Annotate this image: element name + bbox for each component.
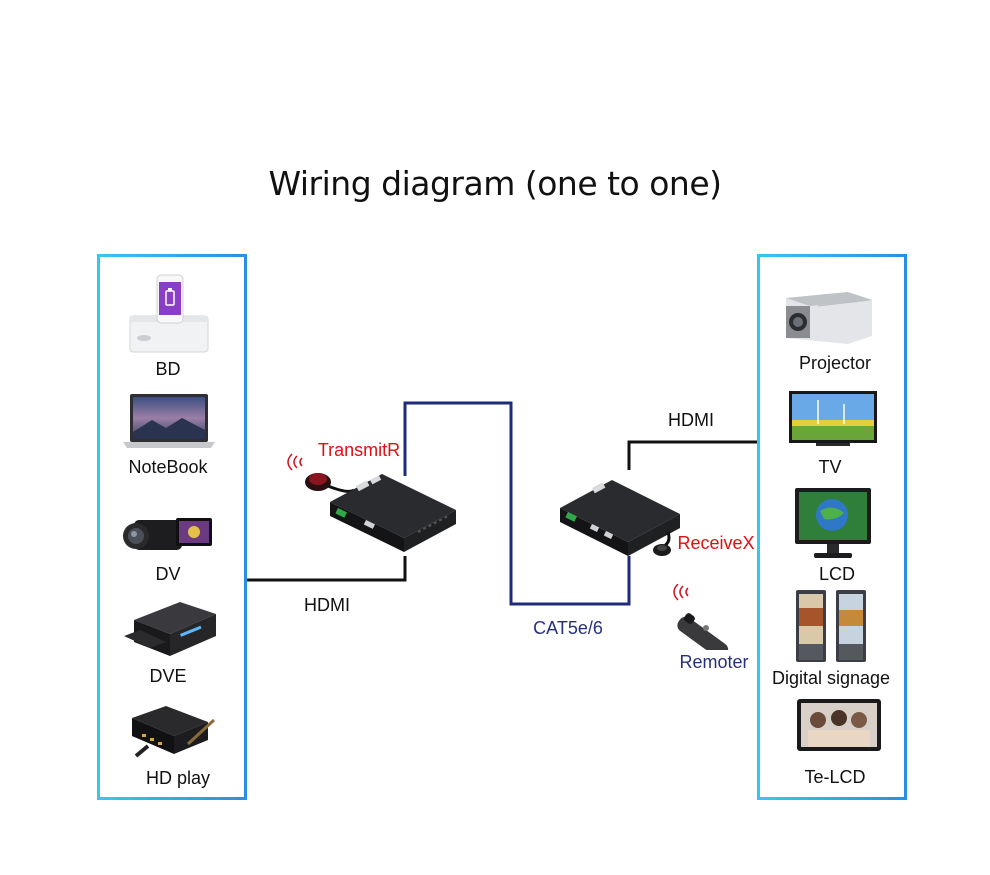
display-label-te-lcd: Te-LCD: [804, 767, 866, 787]
source-label-hd-play: HD play: [145, 768, 211, 788]
transmitter-unit-icon: [287, 453, 456, 552]
display-label-tv: TV: [818, 457, 842, 477]
hd-player-icon: [132, 706, 216, 758]
diagram-title: Wiring diagram (one to one): [268, 164, 722, 203]
display-label-lcd: LCD: [818, 564, 856, 584]
digital-signage-icon: [796, 590, 866, 662]
tv-display-icon: [789, 391, 877, 446]
source-label-dve: DVE: [149, 666, 187, 686]
source-label-bd: BD: [155, 359, 181, 379]
cat-cable-wire: [403, 401, 631, 606]
dv-camcorder-icon: [123, 518, 212, 550]
receiver-label: ReceiveX: [677, 533, 755, 553]
hdmi-label-right: HDMI: [668, 410, 714, 430]
display-label-digital-signage: Digital signage: [771, 668, 891, 688]
cable-label: CAT5e/6: [533, 618, 603, 638]
bd-device-icon: [129, 274, 209, 353]
te-lcd-icon: [797, 699, 881, 751]
remote-label: Remoter: [679, 652, 749, 672]
receiver-unit-icon: [560, 480, 680, 556]
dve-device-icon: [124, 602, 216, 656]
display-label-projector: Projector: [798, 353, 872, 373]
transmitter-label: TransmitR: [317, 440, 401, 460]
projector-device-icon: [786, 292, 872, 344]
hdmi-wire-left: [246, 556, 407, 582]
notebook-device-icon: [123, 394, 215, 448]
remote-control-icon: [673, 584, 729, 650]
hdmi-label-left: HDMI: [304, 595, 350, 615]
lcd-monitor-icon: [795, 488, 871, 558]
hdmi-wire-right: [627, 440, 758, 470]
source-label-notebook: NoteBook: [128, 457, 208, 477]
source-label-dv: DV: [155, 564, 181, 584]
